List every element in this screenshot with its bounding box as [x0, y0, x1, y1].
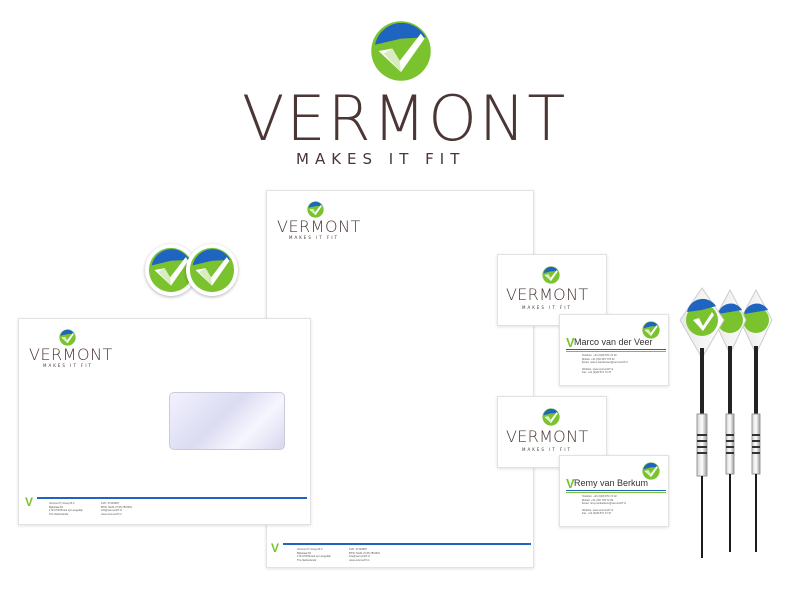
footer-line — [283, 543, 531, 545]
logo-tagline: MAKES IT FIT — [522, 305, 572, 310]
business-card-back: V Marco van der Veer Telefoon +31 (0)26 … — [559, 314, 669, 386]
logo-tagline: MAKES IT FIT — [289, 235, 339, 240]
card-line-accent — [566, 351, 666, 352]
sticker — [186, 244, 238, 296]
card-details: Telefoon +31 (0)26 874 74 32 Mobiel +31 … — [582, 495, 626, 516]
card-v-mark: V — [566, 335, 575, 350]
logo-wordmark: VERMONT — [242, 82, 568, 155]
logo-mark-icon — [189, 247, 235, 293]
darts — [679, 287, 773, 558]
envelope: VERMONT MAKES IT FIT V Vermont IT Groep … — [18, 318, 311, 525]
dart — [713, 288, 747, 552]
card-person-name: Marco van der Veer — [574, 337, 653, 347]
logo-mark-icon — [307, 201, 324, 218]
logo-tagline: MAKES IT FIT — [522, 447, 572, 452]
card-line — [566, 490, 666, 491]
logo-wordmark: VERMONT — [506, 285, 589, 304]
dart — [679, 287, 725, 558]
footer-v-mark: V — [25, 495, 34, 509]
footer-address: Vermont IT Groep B.V.Bijlestaal 63 1721 … — [297, 548, 331, 562]
envelope-window — [169, 392, 285, 450]
logo-wordmark: VERMONT — [277, 217, 361, 236]
main-logo: VERMONT MAKES IT FIT — [240, 18, 565, 178]
logo-mark-icon — [370, 20, 432, 82]
logo-mark-icon — [542, 266, 560, 284]
footer-v-mark: V — [271, 541, 280, 555]
footer-line — [37, 497, 307, 499]
logo-tagline: MAKES IT FIT — [296, 150, 466, 168]
card-v-mark: V — [566, 476, 575, 491]
card-person-name: Remy van Berkum — [574, 478, 649, 488]
dart — [739, 288, 773, 552]
card-line — [566, 349, 666, 350]
footer-address: Vermont IT Groep B.V.Bijlestaal 63 1721 … — [49, 502, 83, 516]
logo-wordmark: VERMONT — [29, 345, 113, 364]
logo-mark-icon — [59, 329, 76, 346]
card-details: Telefoon +31 (0)26 874 74 32 Mobiel +31 … — [582, 354, 628, 375]
card-line-accent — [566, 492, 666, 493]
business-card-back: V Remy van Berkum Telefoon +31 (0)26 874… — [559, 455, 669, 527]
logo-tagline: MAKES IT FIT — [43, 363, 93, 368]
logo-mark-icon — [542, 408, 560, 426]
logo-wordmark: VERMONT — [506, 427, 589, 446]
